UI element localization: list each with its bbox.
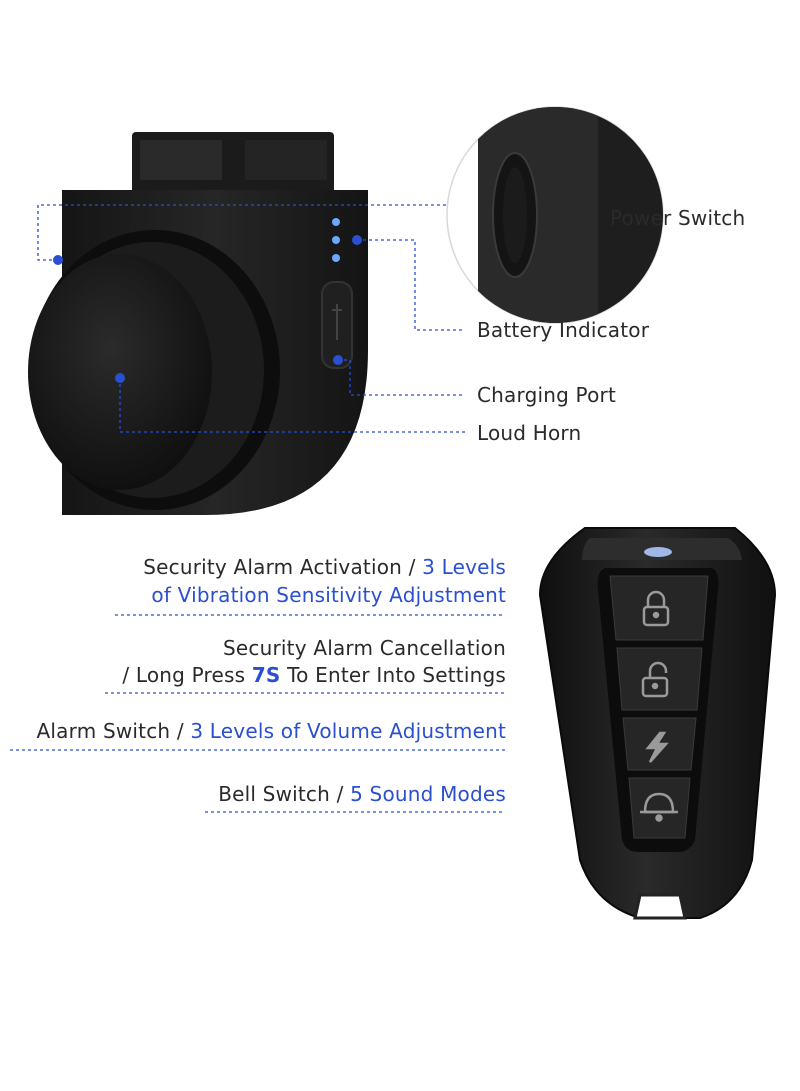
loud-horn: [28, 254, 212, 490]
remote-callouts: [10, 614, 505, 813]
activation-label-line2: of Vibration Sensitivity Adjustment: [151, 583, 506, 607]
bell-icon: [640, 792, 678, 822]
charging-port-label: Charging Port: [477, 383, 616, 407]
status-led: [644, 547, 672, 557]
lightning-icon: [645, 731, 669, 763]
activation-highlight: 3 Levels: [422, 555, 506, 579]
alarm-switch-highlight: 3 Levels: [190, 719, 275, 743]
bell-switch-prefix: Bell Switch /: [218, 782, 351, 806]
battery-led-icon: [332, 218, 340, 262]
power-switch-zoom: [446, 106, 664, 324]
unlock-icon: [641, 661, 669, 698]
activation-label-line1: Security Alarm Activation / 3 Levels: [143, 555, 506, 579]
lock-icon: [642, 590, 670, 627]
cancellation-highlight: 7S: [251, 663, 281, 687]
remote-fob: [538, 527, 777, 920]
bell-switch-highlight: 5 Sound Modes: [350, 782, 506, 806]
alarm-switch-label: Alarm Switch / 3 Levels of Volume Adjust…: [37, 719, 506, 743]
alarm-device: [28, 132, 368, 515]
cancellation-suffix: To Enter Into Settings: [280, 663, 506, 687]
loud-horn-label: Loud Horn: [477, 421, 582, 445]
activation-prefix: Security Alarm Activation /: [143, 555, 423, 579]
cancellation-prefix: / Long Press: [122, 663, 252, 687]
alarm-callouts: [37, 204, 465, 433]
alarm-callout-dots: [53, 235, 362, 383]
alarm-switch-prefix: Alarm Switch /: [36, 719, 191, 743]
power-switch-label: Power Switch: [610, 206, 746, 230]
battery-indicator-label: Battery Indicator: [477, 318, 650, 342]
cancellation-label-line2: / Long Press 7S To Enter Into Settings: [122, 663, 506, 687]
key-ring-loop: [633, 893, 687, 920]
alarm-switch-suffix: of Volume Adjustment: [274, 719, 506, 743]
bell-button[interactable]: [628, 777, 691, 839]
cancellation-label-line1: Security Alarm Cancellation: [223, 636, 506, 660]
bell-switch-label: Bell Switch / 5 Sound Modes: [218, 782, 506, 806]
